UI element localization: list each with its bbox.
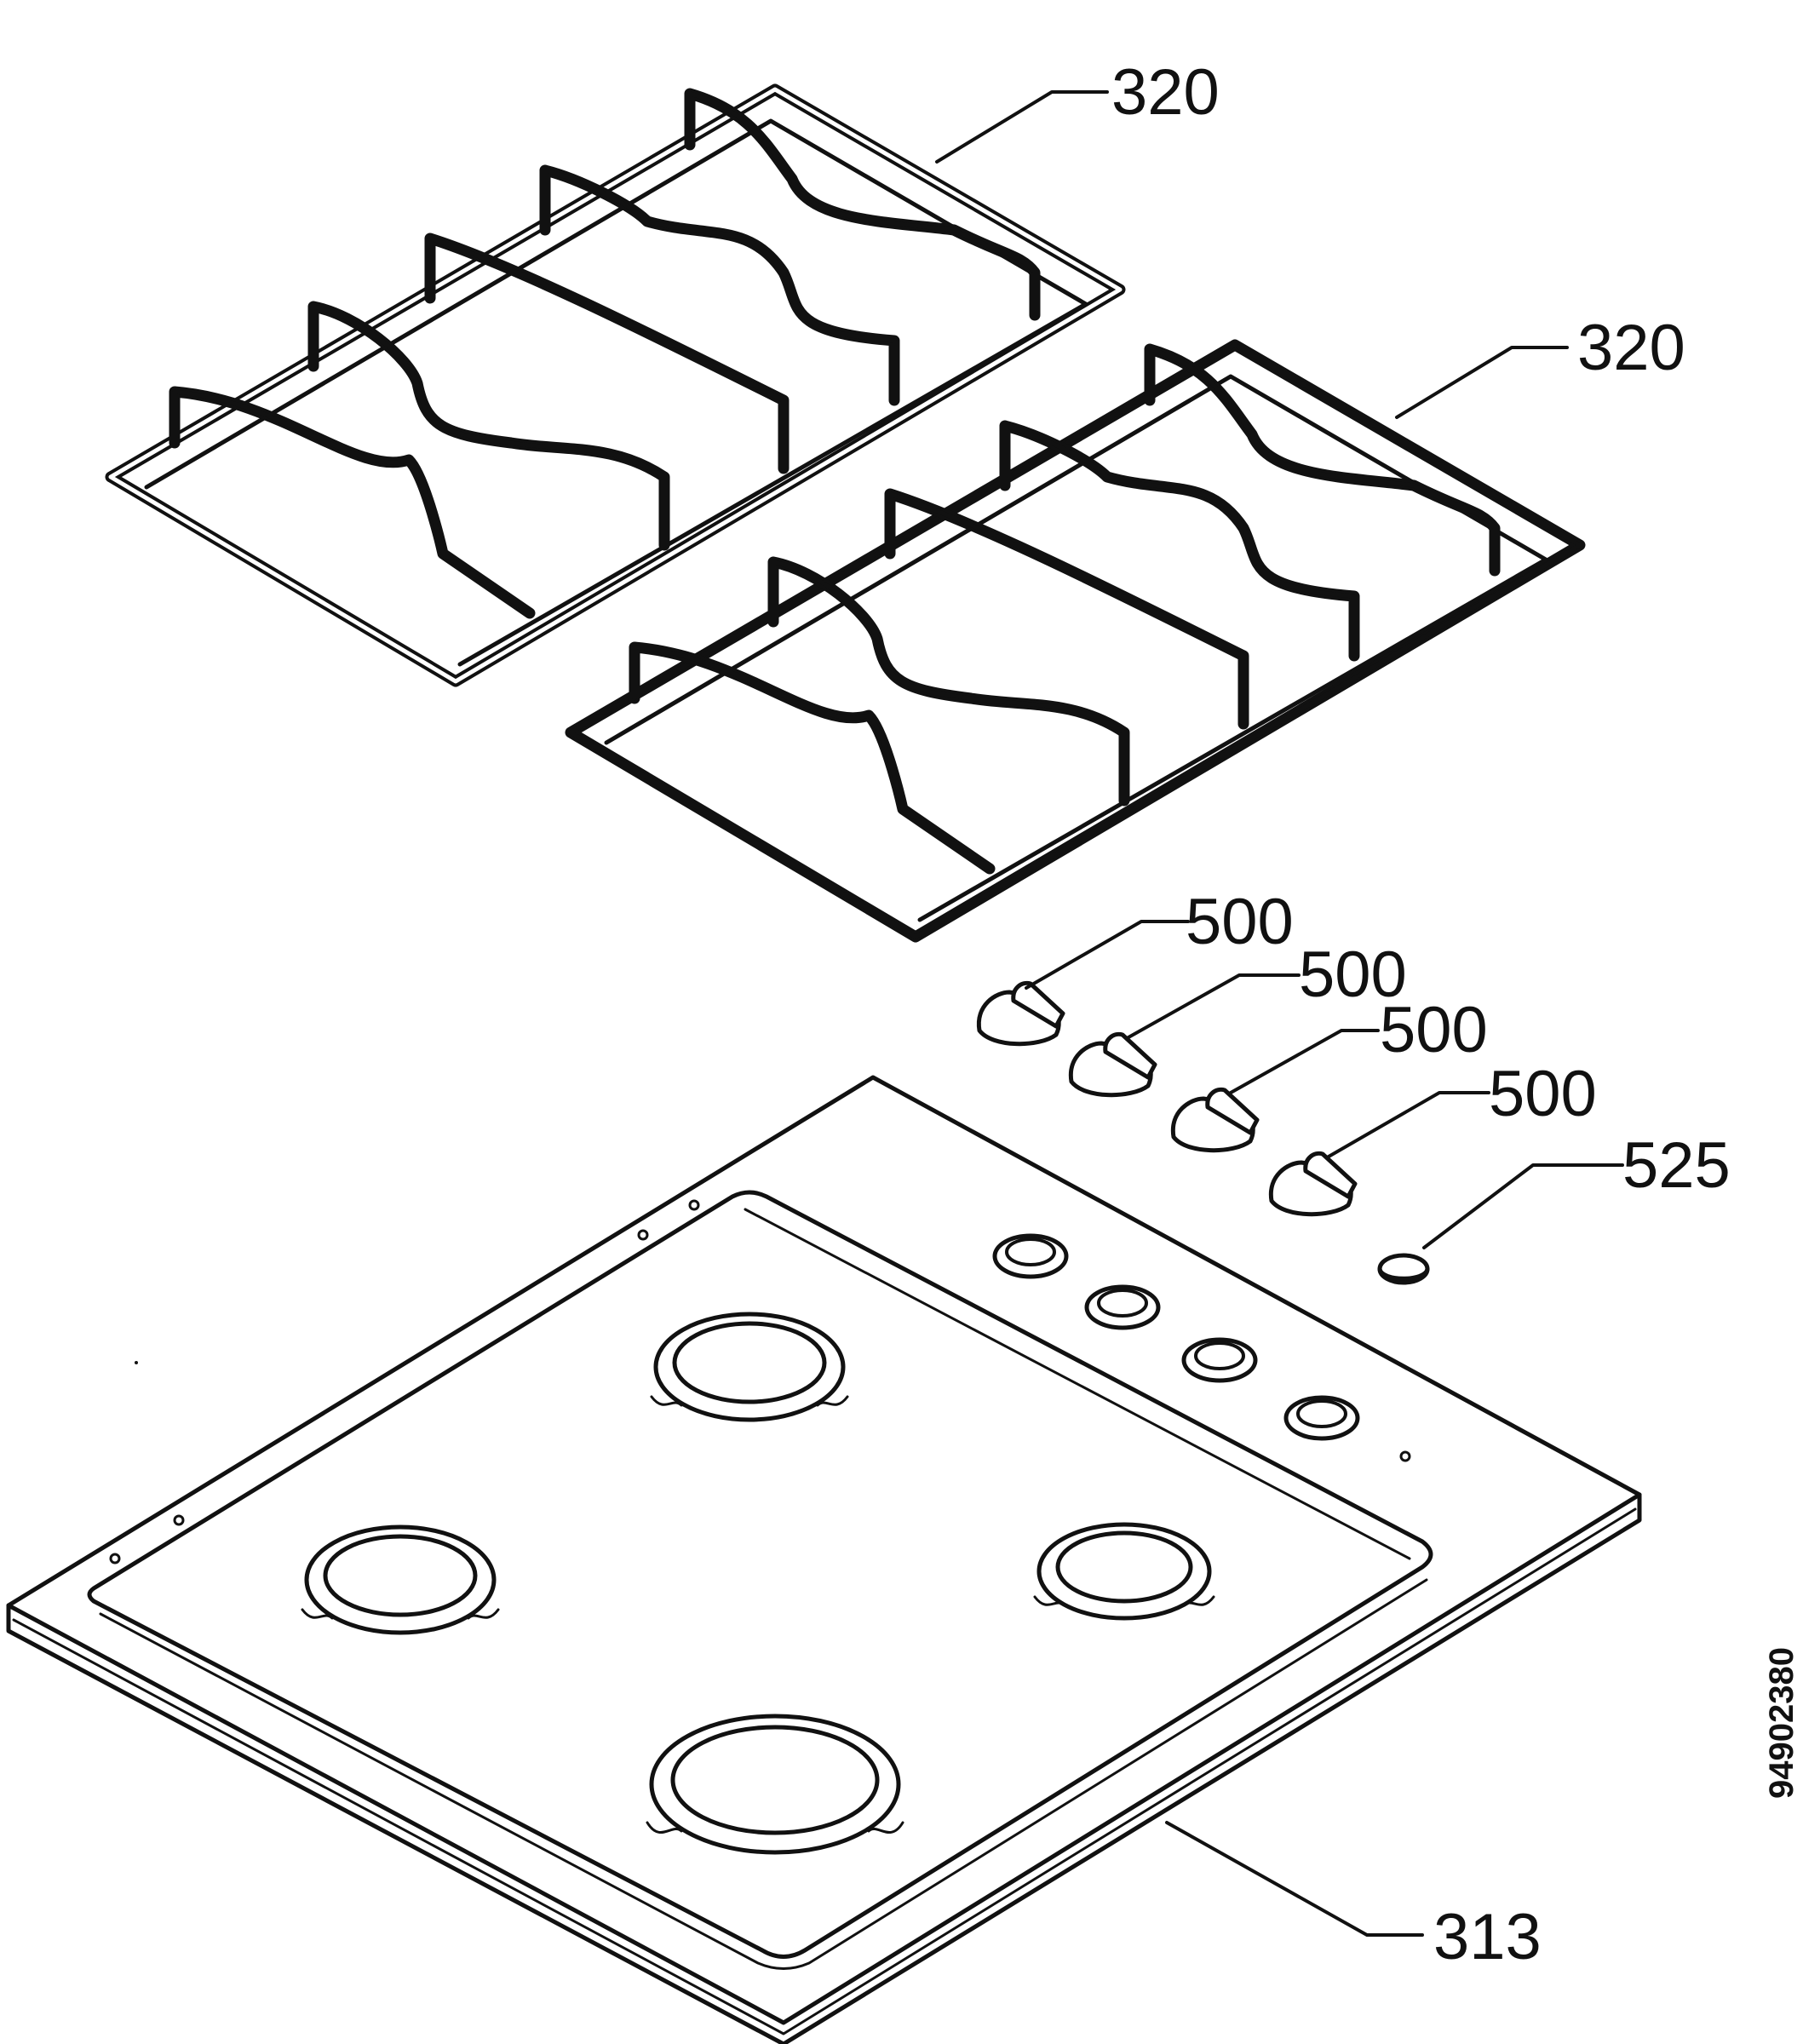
label-500-4: 500 xyxy=(1489,1058,1597,1130)
label-320-left: 320 xyxy=(1111,56,1220,129)
label-500-2: 500 xyxy=(1299,939,1407,1011)
control-knob-4 xyxy=(1268,1151,1358,1217)
leader-313 xyxy=(1165,1821,1424,1937)
document-number: 94902380 xyxy=(1763,1647,1800,1799)
leader-lines xyxy=(935,90,1624,1937)
control-knob-3 xyxy=(1170,1087,1260,1153)
leader-500-4 xyxy=(1327,1091,1490,1158)
label-500-1: 500 xyxy=(1186,886,1294,958)
pan-support-grate-left xyxy=(105,83,1126,687)
burner-right xyxy=(1033,1522,1215,1621)
control-knob-1 xyxy=(976,980,1065,1047)
label-525: 525 xyxy=(1622,1129,1731,1202)
mounting-holes xyxy=(109,1199,1411,1565)
knob-seats xyxy=(992,1233,1360,1441)
label-500-3: 500 xyxy=(1380,994,1488,1066)
leader-500-2 xyxy=(1127,973,1301,1039)
leader-500-1 xyxy=(1025,920,1190,990)
leader-500-3 xyxy=(1229,1029,1380,1094)
burner-front xyxy=(646,1714,904,1855)
label-313: 313 xyxy=(1433,1901,1542,1973)
leader-320-right xyxy=(1395,346,1569,419)
label-320-right: 320 xyxy=(1577,312,1685,384)
burner-rear xyxy=(650,1312,849,1422)
control-knob-2 xyxy=(1068,1031,1157,1098)
burner-left xyxy=(301,1524,500,1635)
leader-320-left xyxy=(935,90,1109,164)
hob-top-plate xyxy=(6,1075,1642,2044)
leader-525 xyxy=(1422,1163,1624,1249)
ignition-button xyxy=(1377,1253,1430,1285)
pan-support-grate-right xyxy=(565,339,1586,943)
